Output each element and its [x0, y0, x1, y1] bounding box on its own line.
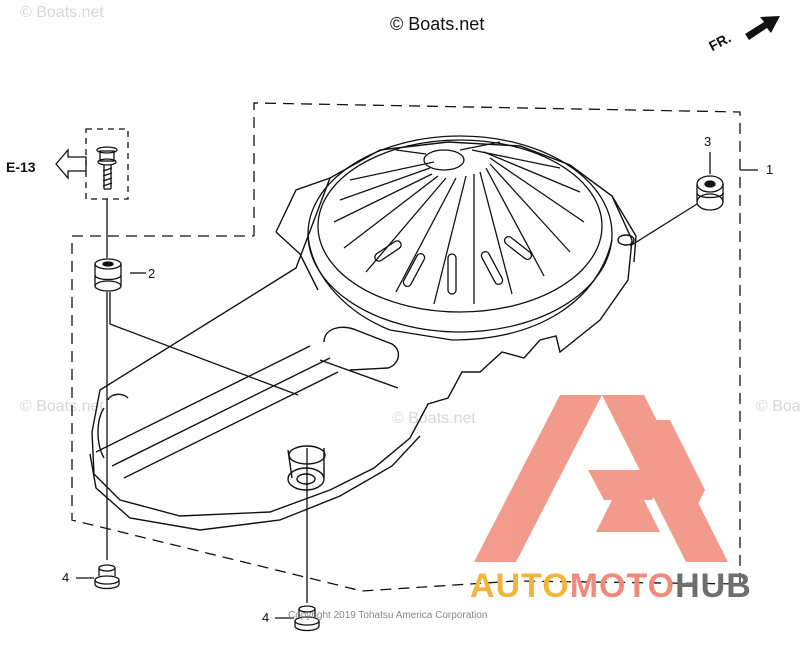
front-arrow-icon [745, 16, 780, 40]
automotohub-wordmark: AUTOMOTOHUB [470, 567, 752, 606]
watermark: © Boats.net [20, 398, 104, 415]
grommet-icon [696, 175, 724, 211]
starter-pulley-housing [307, 135, 613, 341]
part-number-label: 4 [262, 610, 270, 625]
part-number-label: 3 [704, 134, 712, 149]
part-number-label: 4 [62, 570, 70, 585]
reference-arrow-icon [55, 148, 87, 180]
part-number-label: 2 [148, 266, 156, 281]
logo-word-moto: MOTO [569, 567, 676, 605]
part-number-label: 1 [766, 162, 774, 177]
logo-word-auto: AUTO [470, 567, 570, 605]
logo-word-hub: HUB [675, 567, 752, 605]
grommet-icon [94, 258, 122, 292]
site-copyright: © Boats.net [390, 14, 485, 34]
watermark: © Boats.net [756, 398, 800, 415]
collar-icon [94, 564, 120, 590]
footer-copyright: Copyright 2019 Tohatsu America Corporati… [288, 610, 488, 621]
bolt-icon [96, 146, 118, 190]
watermark: © Boats.net [20, 4, 104, 21]
collar-icon [294, 605, 320, 632]
automotohub-logo [474, 395, 728, 562]
watermark: © Boats.net [392, 410, 476, 427]
recoil-starter-cover [89, 141, 637, 531]
assembly-boundary [71, 102, 741, 592]
section-reference-label: E-13 [6, 159, 36, 175]
